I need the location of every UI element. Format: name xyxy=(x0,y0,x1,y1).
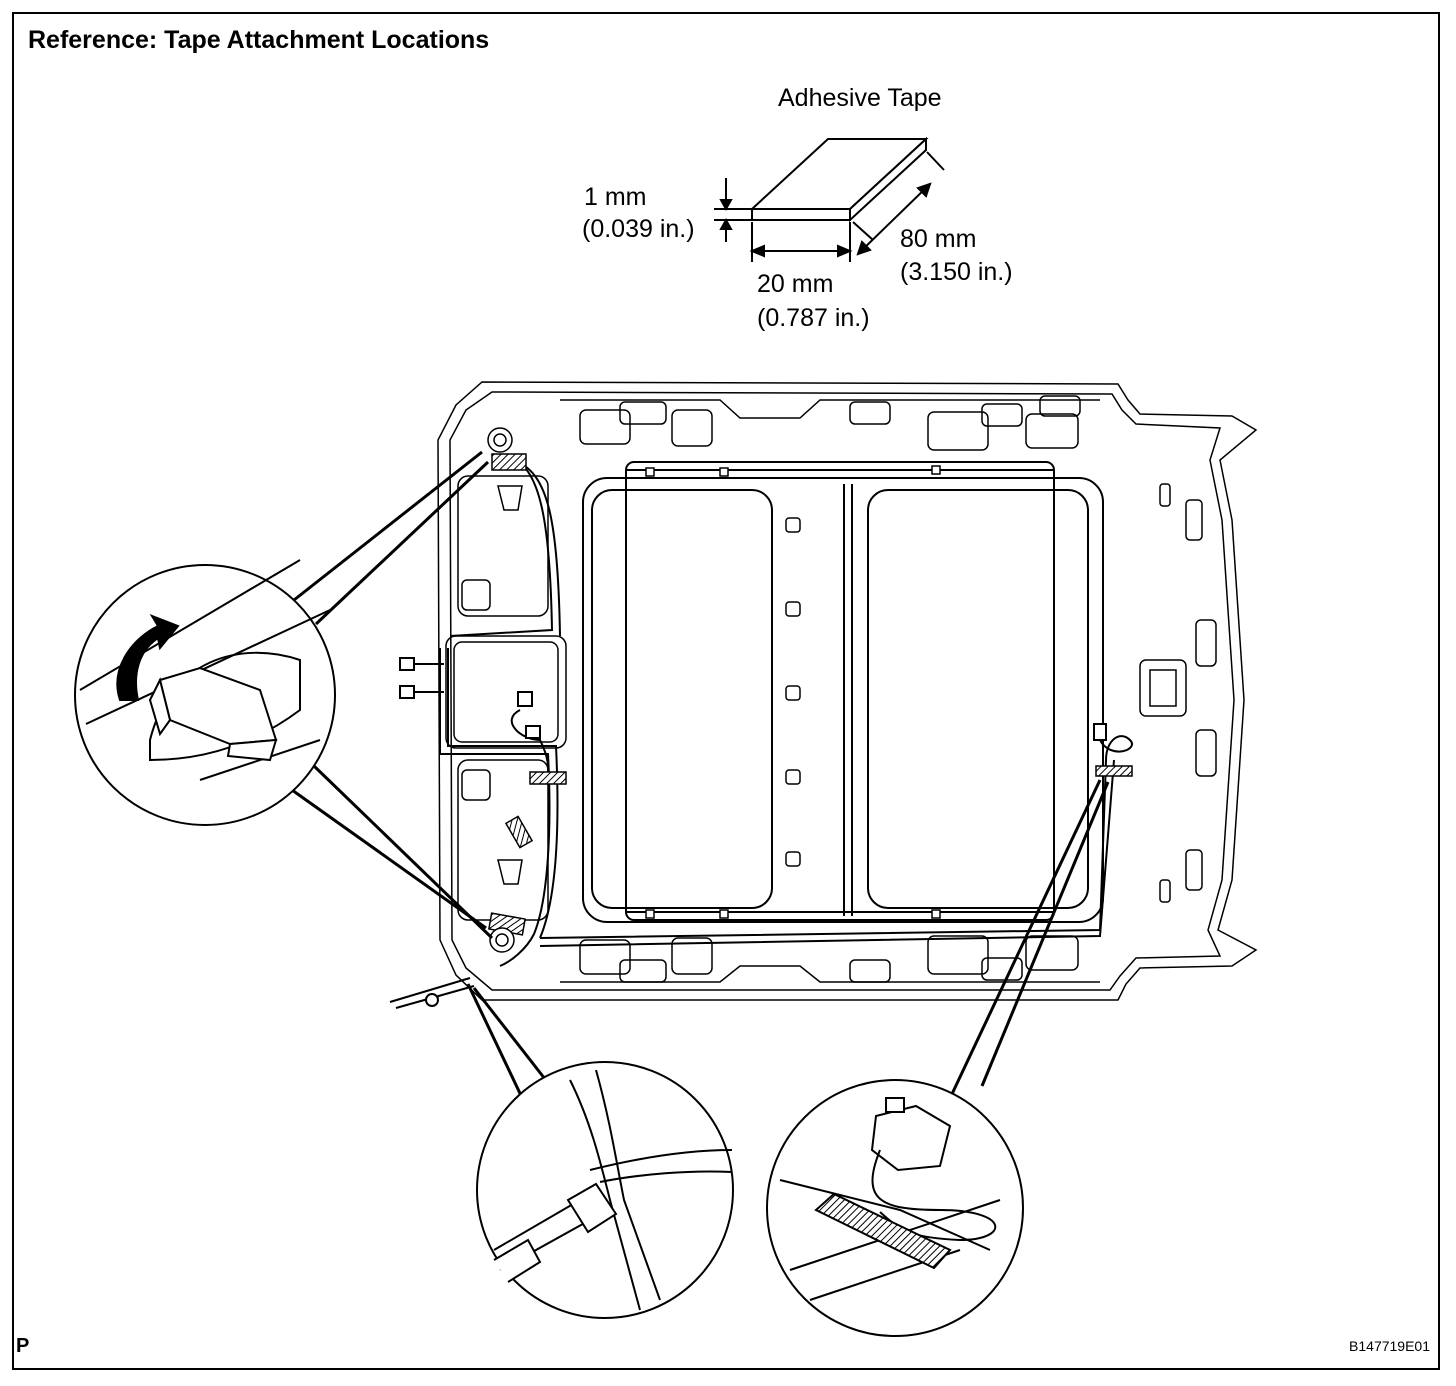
detail-circle-a xyxy=(476,1061,734,1319)
detail-circle-tape-wrap xyxy=(74,559,336,826)
sunroof-clips xyxy=(645,465,941,919)
length-mm-label: 80 mm xyxy=(900,225,977,253)
length-in-label: (3.150 in.) xyxy=(900,258,1013,286)
detail-circle-right-tape xyxy=(766,1079,1024,1337)
thickness-in-label: (0.039 in.) xyxy=(582,215,695,243)
visor-pockets xyxy=(445,475,1217,921)
width-mm-label: 20 mm xyxy=(757,270,834,298)
callout-lines xyxy=(291,450,1110,1107)
adhesive-tape-label: Adhesive Tape xyxy=(778,84,942,112)
figure-title: Reference: Tape Attachment Locations xyxy=(28,26,490,54)
edge-pockets xyxy=(579,395,1081,983)
figure-frame xyxy=(12,12,1440,1370)
adhesive-tape-drawing xyxy=(714,136,945,262)
corner-mark: P xyxy=(16,1335,30,1357)
connectors xyxy=(399,657,1107,1007)
sunroof-frame xyxy=(582,461,1104,923)
visor-clips xyxy=(487,427,523,953)
thickness-mm-label: 1 mm xyxy=(584,183,647,211)
headliner-outline xyxy=(437,381,1258,1001)
figure-id: B147719E01 xyxy=(1349,1338,1430,1354)
width-in-label: (0.787 in.) xyxy=(757,304,870,332)
tape-locations xyxy=(488,453,1133,936)
